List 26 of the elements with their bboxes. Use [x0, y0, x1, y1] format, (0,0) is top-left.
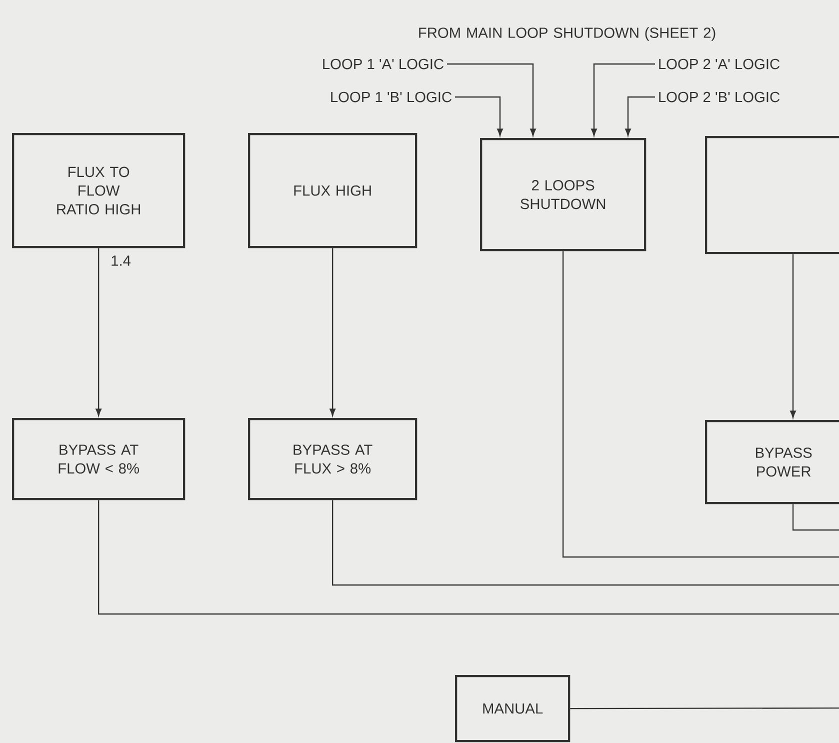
arrow	[447, 63, 536, 136]
process-box: BYPASS POWER	[705, 420, 839, 504]
value-label: 1.4	[112, 256, 131, 266]
process-box: FLUX TO FLOW RATIO HIGH	[12, 133, 186, 248]
process-box: FLUX HIGH	[248, 133, 418, 248]
arrow	[591, 63, 655, 136]
arrow	[330, 248, 336, 416]
process-box: MANUAL	[455, 675, 570, 742]
signal-label: LOOP 1 'B' LOGIC	[331, 92, 452, 102]
box	[705, 136, 839, 254]
connector-line	[792, 504, 839, 531]
connector-line	[562, 251, 839, 558]
signal-label: LOOP 2 'A' LOGIC	[659, 58, 780, 70]
process-box: BYPASS AT FLUX > 8%	[248, 418, 418, 500]
process-box: BYPASS AT FLOW < 8%	[12, 418, 186, 500]
arrow	[625, 96, 655, 136]
process-box: 2 LOOPS SHUTDOWN	[480, 138, 646, 252]
connector-line	[98, 500, 839, 615]
arrow	[96, 248, 102, 416]
arrow	[455, 96, 503, 136]
arrow	[790, 254, 796, 418]
signal-label: LOOP 2 'B' LOGIC	[659, 92, 780, 102]
connector-line	[570, 707, 839, 710]
connector-line	[332, 500, 839, 586]
note-label: FROM MAIN LOOP SHUTDOWN (SHEET 2)	[419, 27, 716, 41]
signal-label: LOOP 1 'A' LOGIC	[323, 58, 444, 70]
